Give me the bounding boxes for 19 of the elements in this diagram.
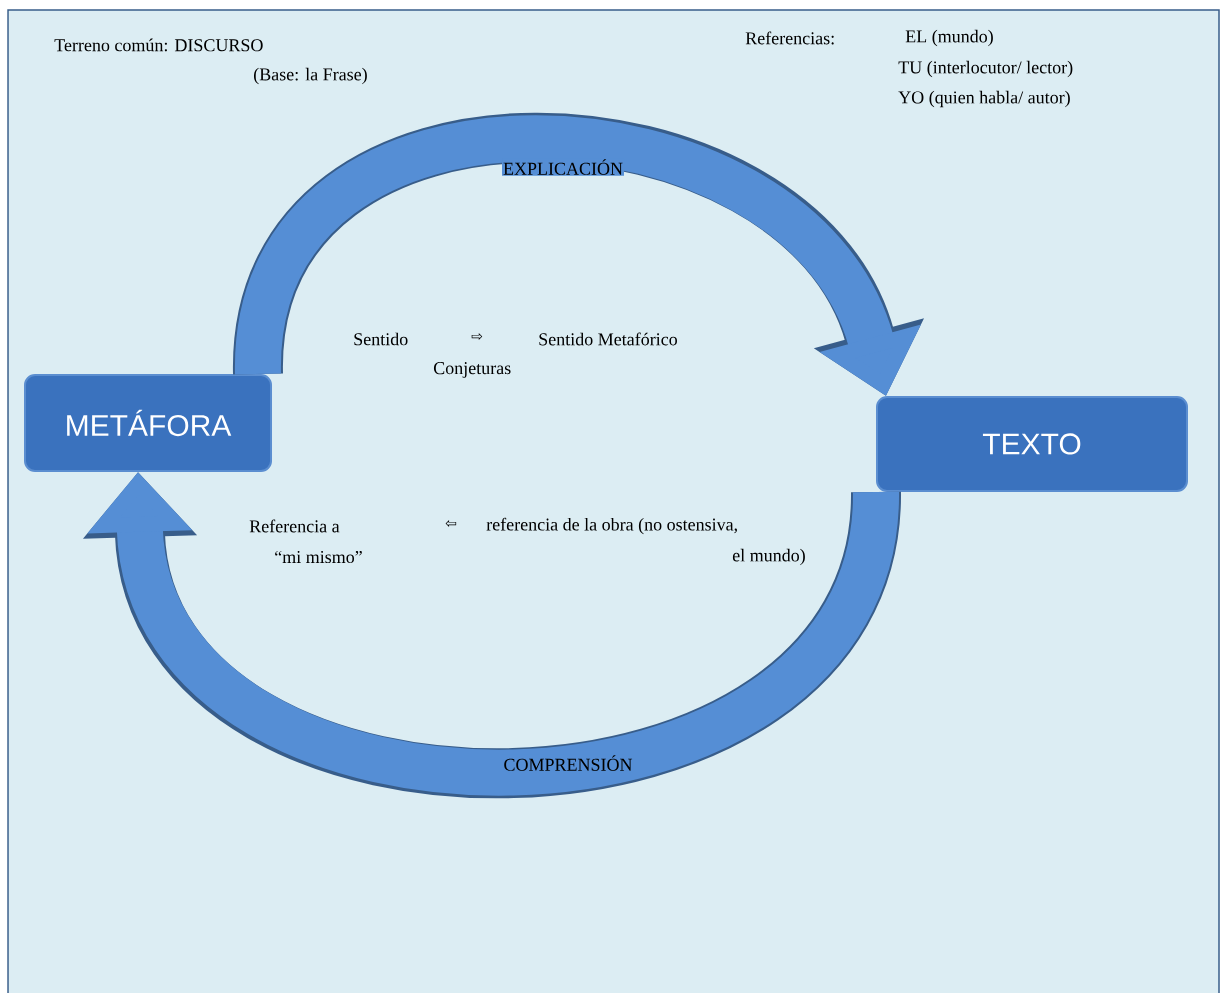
note-text: EL (mundo)	[905, 29, 993, 47]
note-text: Conjeturas	[433, 362, 511, 378]
edge-label: EXPLICACIÓN	[502, 158, 624, 176]
note-text: Sentido Metafórico	[539, 332, 677, 346]
note-text: el mundo)	[732, 548, 805, 566]
heading-text: Terreno común: DISCURSO	[54, 38, 263, 52]
rounded-box: TEXTO	[876, 396, 1188, 492]
note-text: Sentido	[354, 332, 408, 346]
subheading-text: (Base: la Frase)	[254, 67, 367, 85]
note-text: YO (quien habla/ autor)	[898, 90, 1070, 108]
note-text: TU (interlocutor/ lector)	[898, 60, 1073, 78]
note-text: Referencia a	[249, 519, 340, 533]
note-text: referencia de la obra (no ostensiva,	[486, 517, 737, 535]
arrow-symbol: ⇨	[471, 333, 483, 340]
arrow-symbol: ⇦	[445, 520, 457, 527]
edge-label: COMPRENSIÓN	[502, 754, 634, 772]
note-text: Referencias:	[745, 31, 834, 45]
rounded-box: METÁFORA	[24, 374, 272, 472]
note-text: “mi mismo”	[275, 550, 362, 564]
